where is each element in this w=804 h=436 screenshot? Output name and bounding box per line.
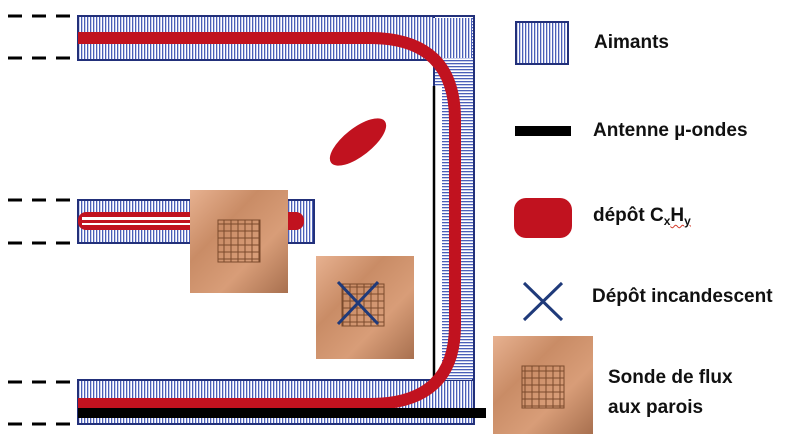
chamber-dashed-lines [8,16,78,424]
cross-icon [524,283,562,320]
deposit-label-h: H [670,205,684,226]
red-rounded-rectangle-icon [514,198,572,238]
probe-label-line2: aux parois [608,393,733,423]
legend-probe-label: Sonde de flux aux parois [608,363,733,423]
black-bar-icon [515,126,571,136]
probe-label-line1: Sonde de flux [608,363,733,393]
deposit-label-prefix: dépôt C [593,205,664,226]
deposit-sub-y: y [684,214,691,228]
striped-rectangle-icon [516,22,568,64]
deposit-formula: xHy [664,205,691,226]
wall-flux-probe-2 [316,256,414,359]
floating-deposit [323,110,394,174]
legend-incandescent-label: Dépôt incandescent [592,286,773,308]
legend-deposit-label: dépôt CxHy [593,205,691,227]
legend-magnets-label: Aimants [594,32,669,54]
probe-grid-icon [493,336,593,434]
wall-flux-probe-1 [190,190,288,293]
microwave-antenna [78,408,486,418]
legend-antenna-label: Antenne µ-ondes [593,120,748,142]
